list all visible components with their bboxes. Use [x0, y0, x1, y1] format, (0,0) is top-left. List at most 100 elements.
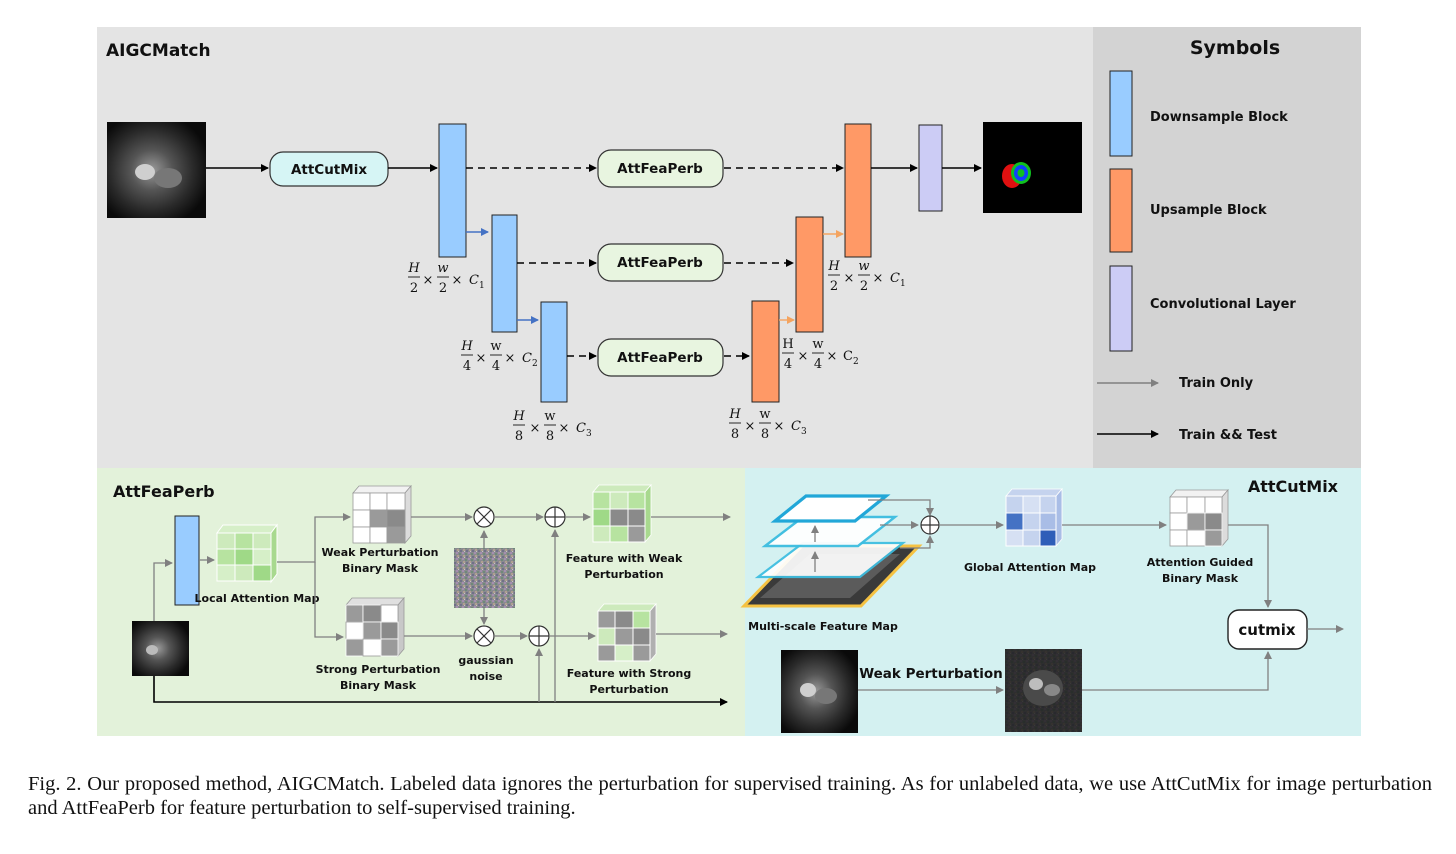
svg-text:H: H — [407, 261, 420, 276]
svg-text:C: C — [890, 271, 900, 286]
downsample-block-1 — [438, 123, 467, 258]
svg-text:×: × — [505, 351, 516, 366]
svg-text:8: 8 — [731, 427, 739, 442]
strong-mask-label-2: Binary Mask — [340, 679, 417, 692]
weak-perturbed-image — [1005, 649, 1082, 732]
local-attention-map-cube — [216, 523, 278, 584]
svg-text:4: 4 — [492, 359, 500, 374]
map-to-strong-mask — [314, 562, 344, 641]
figure-caption-text: Fig. 2. Our proposed method, AIGCMatch. … — [28, 773, 1432, 819]
svg-text:C: C — [522, 351, 532, 366]
downsample-block-3 — [540, 301, 568, 403]
svg-text:2: 2 — [439, 281, 447, 296]
svg-text:4: 4 — [463, 359, 471, 374]
attfeaperb-panel-title: AttFeaPerb — [113, 482, 215, 501]
svg-text:×: × — [476, 351, 487, 366]
svg-text:2: 2 — [532, 359, 538, 369]
weak-mask-cube — [352, 484, 412, 545]
main-panel — [97, 27, 1093, 468]
svg-text:×: × — [774, 419, 785, 434]
cutmix-node-label: cutmix — [1238, 621, 1296, 639]
attcutmix-node-label: AttCutMix — [291, 162, 367, 178]
feature-weak-cube — [592, 483, 652, 544]
dim-label-down1: H 2 × w 2 × C 1 — [407, 261, 484, 296]
multiscale-feature-map — [740, 494, 923, 608]
svg-text:8: 8 — [515, 429, 523, 444]
svg-text:1: 1 — [479, 281, 485, 291]
svg-text:w: w — [858, 259, 869, 274]
conv-layer — [918, 124, 943, 212]
legend-upsample-swatch — [1109, 168, 1133, 253]
input-mri-image — [107, 122, 206, 218]
svg-text:×: × — [452, 273, 463, 288]
add-op-strong — [528, 625, 550, 647]
svg-text:H: H — [460, 339, 473, 354]
feature-weak-label-2: Perturbation — [584, 568, 663, 581]
svg-text:×: × — [827, 349, 838, 364]
svg-text:×: × — [873, 271, 884, 286]
global-attention-map-cube — [1005, 487, 1063, 548]
svg-text:H: H — [782, 337, 793, 352]
gaussian-label-1: gaussian — [458, 654, 513, 667]
add-op-multiscale — [920, 515, 940, 535]
scale1-to-add — [868, 499, 934, 516]
svg-text:4: 4 — [784, 357, 792, 372]
svg-text:H: H — [827, 259, 840, 274]
attcutmix-input-image — [781, 650, 858, 733]
feature-strong-label-2: Perturbation — [589, 683, 668, 696]
scale3-to-add — [900, 535, 934, 549]
svg-text:×: × — [798, 349, 809, 364]
upsample-block-3 — [751, 300, 780, 403]
svg-text:×: × — [745, 419, 756, 434]
weak-mask-label-1: Weak Perturbation — [322, 546, 439, 559]
svg-text:w: w — [437, 261, 448, 276]
dim-label-up1: H 2 × w 2 × C 1 — [827, 259, 905, 294]
svg-text:2: 2 — [860, 279, 868, 294]
svg-text:C: C — [843, 349, 853, 364]
legend-conv-label: Convolutional Layer — [1150, 297, 1296, 312]
svg-text:2: 2 — [830, 279, 838, 294]
legend-downsample-label: Downsample Block — [1150, 110, 1288, 125]
attfeaperb-node-3-label: AttFeaPerb — [617, 350, 703, 366]
legend-conv-swatch — [1109, 265, 1133, 352]
legend-downsample-swatch — [1109, 70, 1133, 157]
dim-label-down3: H 8 × w 8 × C 3 — [512, 409, 592, 444]
legend-train-only-label: Train Only — [1179, 376, 1254, 391]
svg-text:w: w — [490, 339, 501, 354]
weak-image-to-cutmix — [1082, 651, 1272, 691]
strong-mask-cube — [345, 596, 405, 658]
add-op-weak — [544, 506, 566, 528]
mask-to-cutmix — [1228, 524, 1272, 608]
svg-text:C: C — [576, 421, 586, 436]
attention-guided-mask-cube — [1169, 488, 1229, 548]
svg-text:×: × — [530, 421, 541, 436]
global-attention-label: Global Attention Map — [964, 561, 1096, 574]
strong-mask-label-1: Strong Perturbation — [316, 663, 441, 676]
upsample-block-1 — [844, 123, 872, 258]
local-attention-map-label: Local Attention Map — [195, 592, 320, 605]
guided-mask-label-1: Attention Guided — [1147, 556, 1253, 569]
attfeaperb-bypass-arrow — [153, 676, 728, 706]
multiply-op-strong — [473, 625, 495, 647]
main-panel-title: AIGCMatch — [106, 41, 211, 61]
svg-text:w: w — [812, 337, 823, 352]
attfeaperb-node-2-label: AttFeaPerb — [617, 255, 703, 271]
svg-text:×: × — [844, 271, 855, 286]
feature-strong-label-1: Feature with Strong — [567, 667, 691, 680]
attfeaperb-input-image — [132, 621, 189, 676]
dim-label-up2: H 4 × w 4 × C 2 — [782, 337, 859, 372]
svg-text:1: 1 — [900, 279, 906, 289]
svg-text:8: 8 — [546, 429, 554, 444]
weak-perturbation-label: Weak Perturbation — [859, 666, 1003, 682]
svg-text:C: C — [469, 273, 479, 288]
figure-diagram: AIGCMatch Symbols AttFeaPerb AttCutMix A… — [97, 27, 1361, 736]
symbols-title: Symbols — [1190, 37, 1280, 59]
figure-caption: Fig. 2. Our proposed method, AIGCMatch. … — [28, 772, 1432, 820]
upsample-block-2 — [795, 216, 824, 333]
downsample-block-2 — [491, 214, 518, 333]
svg-text:3: 3 — [801, 427, 807, 437]
attfeaperb-input-to-block — [153, 559, 173, 621]
multiscale-label: Multi-scale Feature Map — [748, 620, 898, 633]
attfeaperb-node-1-label: AttFeaPerb — [617, 161, 703, 177]
guided-mask-label-2: Binary Mask — [1162, 572, 1239, 585]
